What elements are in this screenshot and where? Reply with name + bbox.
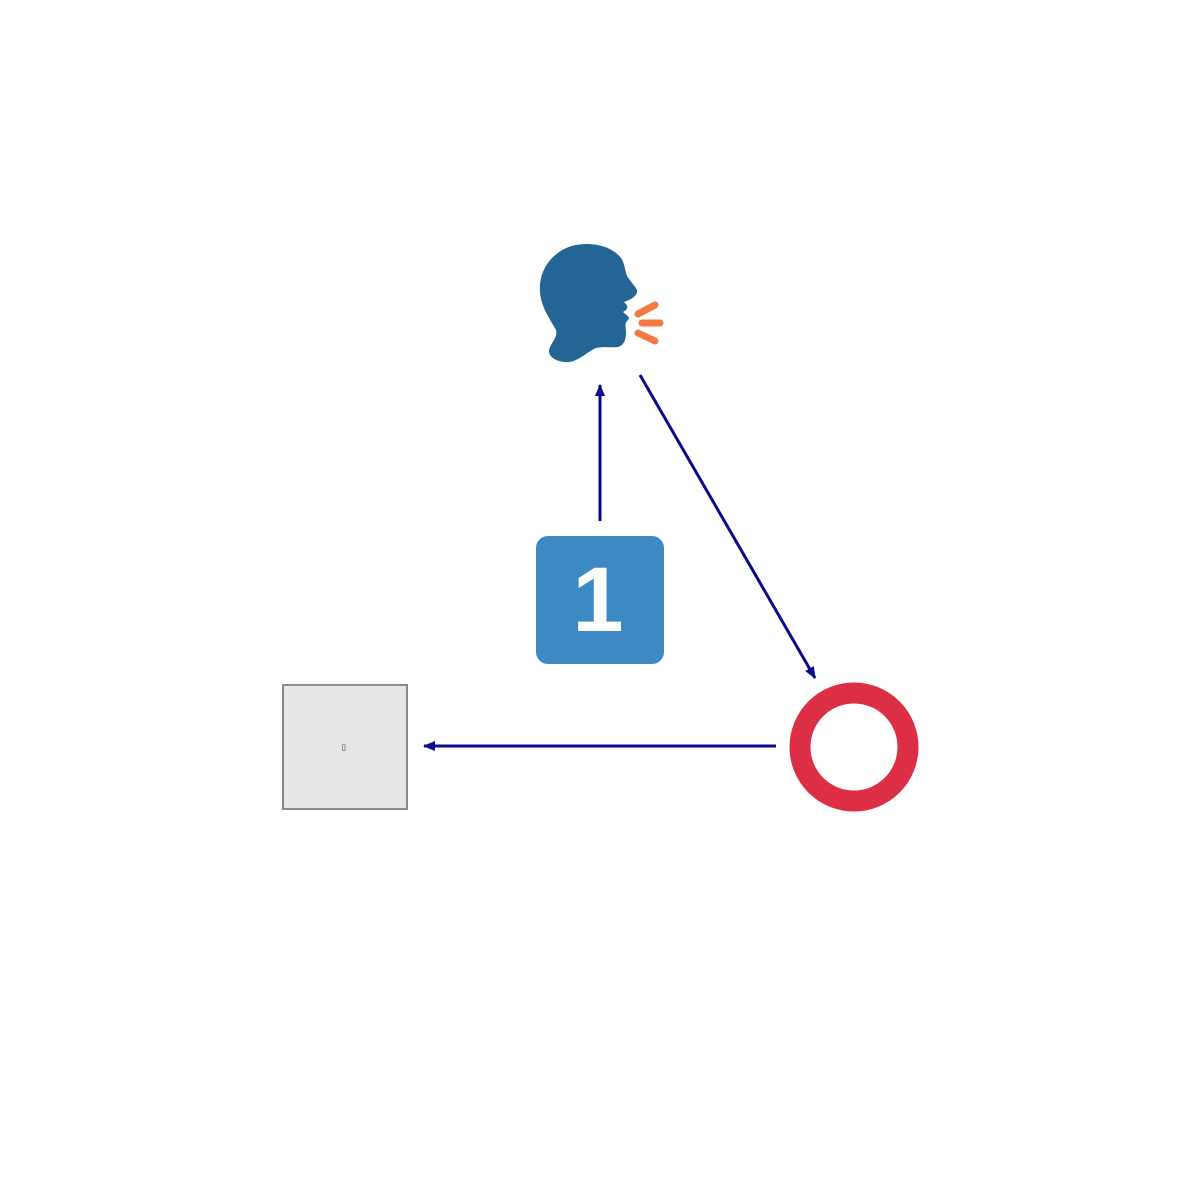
- hollow-red-circle-icon: [789, 682, 919, 812]
- speaking-head-icon: [539, 244, 664, 363]
- sound-wave-bottom: [634, 329, 659, 345]
- placeholder-glyph: ▯: [342, 743, 346, 752]
- keycap-label: 1: [572, 549, 623, 651]
- head-silhouette: [539, 244, 638, 363]
- sound-wave-top: [634, 301, 659, 318]
- edge-speaker-to-ring: [638, 374, 817, 679]
- keycap-background: [536, 536, 664, 664]
- placeholder-frame: [282, 684, 408, 810]
- missing-glyph-box: ▯: [282, 684, 408, 810]
- keycap-1-icon: 1: [536, 536, 664, 664]
